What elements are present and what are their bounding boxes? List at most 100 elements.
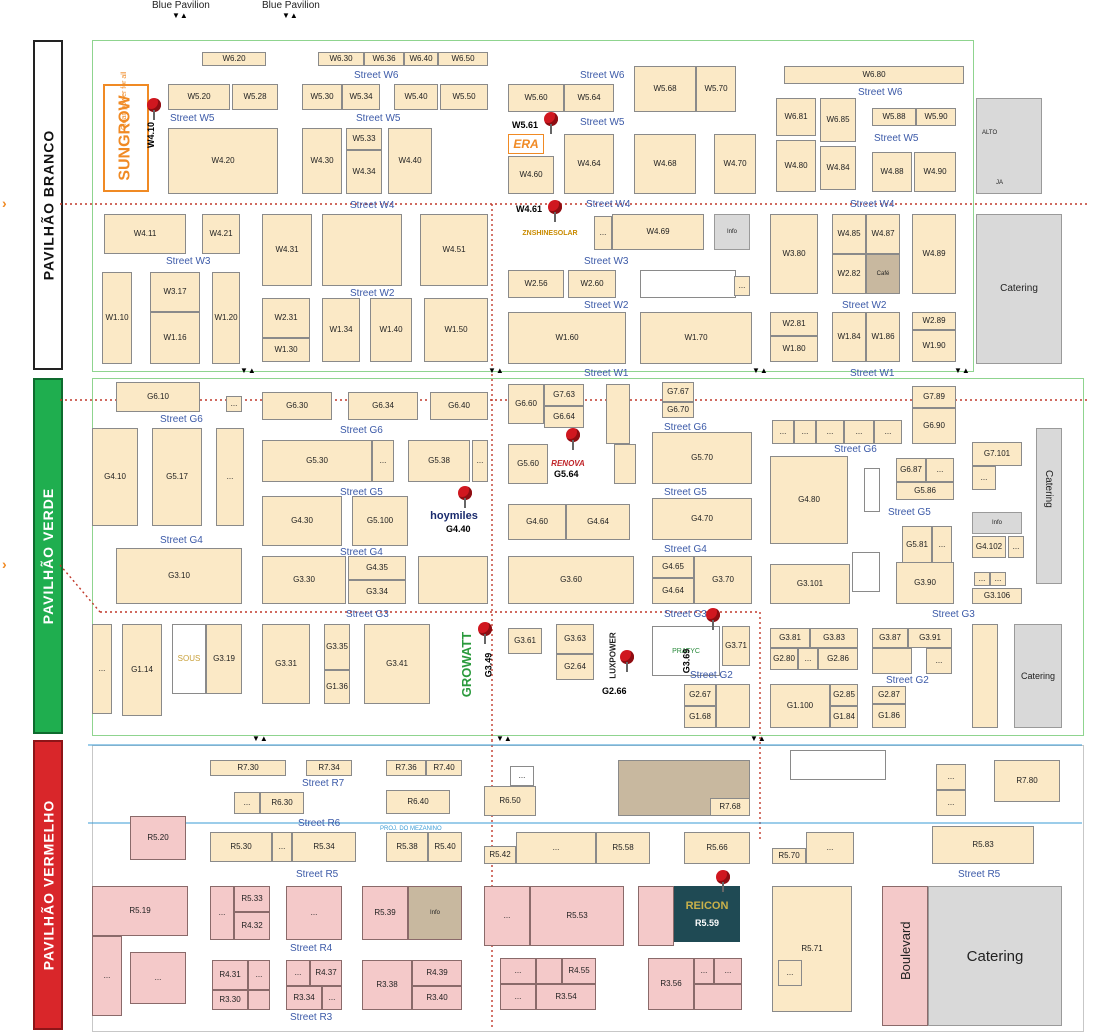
booth-w1-34[interactable]: W1.34 bbox=[322, 298, 360, 362]
booth-small[interactable]: ... bbox=[92, 624, 112, 714]
booth-g3-41[interactable]: G3.41 bbox=[364, 624, 430, 704]
booth-w6-80[interactable]: W6.80 bbox=[784, 66, 964, 84]
booth-g6-87[interactable]: G6.87 bbox=[896, 458, 926, 482]
booth-g1-84[interactable]: G1.84 bbox=[830, 706, 858, 728]
booth-g3-83[interactable]: G3.83 bbox=[810, 628, 858, 648]
booth-w3-80[interactable]: W3.80 bbox=[770, 214, 818, 294]
booth-w1-84[interactable]: W1.84 bbox=[832, 312, 866, 362]
booth-w2-56[interactable]: W2.56 bbox=[508, 270, 564, 298]
booth-outline[interactable] bbox=[852, 552, 880, 592]
booth-g2-86[interactable]: G2.86 bbox=[818, 648, 858, 670]
booth-w6-81[interactable]: W6.81 bbox=[776, 98, 816, 136]
booth-g4-35[interactable]: G4.35 bbox=[348, 556, 406, 580]
booth-g7-67[interactable]: G7.67 bbox=[662, 382, 694, 402]
booth-g3-10[interactable]: G3.10 bbox=[116, 548, 242, 604]
booth-r5-66[interactable]: R5.66 bbox=[684, 832, 750, 864]
pratyc-logo[interactable]: PRATYC bbox=[652, 626, 720, 676]
booth-w4-60[interactable]: W4.60 bbox=[508, 156, 554, 194]
booth-g5-38[interactable]: G5.38 bbox=[408, 440, 470, 482]
booth-small[interactable]: ... bbox=[932, 526, 952, 564]
booth-w5-20[interactable]: W5.20 bbox=[168, 84, 230, 110]
booth-w4-68[interactable]: W4.68 bbox=[634, 134, 696, 194]
booth-w2-31[interactable]: W2.31 bbox=[262, 298, 310, 338]
booth-w6-20[interactable]: W6.20 bbox=[202, 52, 266, 66]
renova-logo[interactable]: RENOVA bbox=[548, 450, 588, 476]
booth-g7-101[interactable]: G7.101 bbox=[972, 442, 1022, 466]
booth-small[interactable] bbox=[694, 984, 742, 1010]
booth-g5-60[interactable]: G5.60 bbox=[508, 444, 548, 484]
booth-r5-33[interactable]: R5.33 bbox=[234, 886, 270, 912]
booth-w4-31[interactable]: W4.31 bbox=[262, 214, 312, 286]
location-pin-icon[interactable] bbox=[458, 486, 472, 508]
booth-small[interactable]: ... bbox=[500, 958, 536, 984]
booth-w5-34[interactable]: W5.34 bbox=[342, 84, 380, 110]
booth-g7-89[interactable]: G7.89 bbox=[912, 386, 956, 408]
location-pin-icon[interactable] bbox=[706, 608, 720, 630]
booth-g2-85[interactable]: G2.85 bbox=[830, 684, 858, 706]
booth-r6-30[interactable]: R6.30 bbox=[260, 792, 304, 814]
booth-w4-21[interactable]: W4.21 bbox=[202, 214, 240, 254]
booth-r4-31[interactable]: R4.31 bbox=[212, 960, 248, 990]
cafe-area[interactable]: Café bbox=[866, 254, 900, 294]
booth-r3-34[interactable]: R3.34 bbox=[286, 986, 322, 1010]
booth-small[interactable]: ... bbox=[472, 440, 488, 482]
booth-w4-64[interactable]: W4.64 bbox=[564, 134, 614, 194]
booth-r5-39[interactable]: R5.39 bbox=[362, 886, 408, 940]
booth-w4-11[interactable]: W4.11 bbox=[104, 214, 186, 254]
hoymiles-logo[interactable]: hoymiles bbox=[420, 496, 488, 536]
booth-g3-34[interactable]: G3.34 bbox=[348, 580, 406, 604]
booth-w4-85[interactable]: W4.85 bbox=[832, 214, 866, 254]
booth-w5-33[interactable]: W5.33 bbox=[346, 128, 382, 150]
booth-g3-70[interactable]: G3.70 bbox=[694, 556, 752, 604]
booth-w2-82[interactable]: W2.82 bbox=[832, 254, 866, 294]
hall-verde-tab[interactable]: PAVILHÃO VERDE bbox=[33, 378, 63, 734]
booth-g3-19[interactable]: G3.19 bbox=[206, 624, 242, 694]
booth-g3-71[interactable]: G3.71 bbox=[722, 626, 750, 666]
booth-g7-63[interactable]: G7.63 bbox=[544, 384, 584, 406]
booth-w5-70[interactable]: W5.70 bbox=[696, 66, 736, 112]
catering-area[interactable]: Catering bbox=[928, 886, 1062, 1026]
booth-small[interactable]: ... bbox=[936, 790, 966, 816]
location-pin-icon[interactable] bbox=[147, 98, 161, 120]
catering-area[interactable]: Catering bbox=[1014, 624, 1062, 728]
sungrow-logo[interactable]: SUNGROW bbox=[103, 84, 149, 192]
booth-w4-90[interactable]: W4.90 bbox=[914, 152, 956, 192]
booth-small[interactable]: ... bbox=[248, 960, 270, 990]
booth-g3-87[interactable]: G3.87 bbox=[872, 628, 908, 648]
booth-small[interactable]: ... bbox=[216, 428, 244, 526]
hall-vermelho-tab[interactable]: PAVILHÃO VERMELHO bbox=[33, 740, 63, 1030]
booth-g4-65[interactable]: G4.65 bbox=[652, 556, 694, 578]
booth-small[interactable] bbox=[872, 648, 912, 674]
znshine-logo[interactable]: ZNSHINESOLAR bbox=[508, 216, 592, 250]
booth-small[interactable] bbox=[536, 958, 562, 984]
booth-small[interactable] bbox=[614, 444, 636, 484]
booth-g3-106[interactable]: G3.106 bbox=[972, 588, 1022, 604]
booth-small-group[interactable]: ... bbox=[516, 832, 596, 864]
booth-g2-67[interactable]: G2.67 bbox=[684, 684, 716, 706]
booth-g3-30[interactable]: G3.30 bbox=[262, 556, 346, 604]
booth-g6-34[interactable]: G6.34 bbox=[348, 392, 418, 420]
booth-r5-40[interactable]: R5.40 bbox=[428, 832, 462, 862]
booth-r4-55[interactable]: R4.55 bbox=[562, 958, 596, 984]
location-pin-icon[interactable] bbox=[548, 200, 562, 222]
reicon-booth[interactable]: REICON R5.59 bbox=[674, 886, 740, 942]
booth-outline[interactable] bbox=[864, 468, 880, 512]
booth-w5-88[interactable]: W5.88 bbox=[872, 108, 916, 126]
booth-g3-60[interactable]: G3.60 bbox=[508, 556, 634, 604]
booth-small[interactable]: ... bbox=[936, 764, 966, 790]
booth-w5-50[interactable]: W5.50 bbox=[440, 84, 488, 110]
booth-small[interactable]: ... bbox=[1008, 536, 1024, 558]
booth-g4-30[interactable]: G4.30 bbox=[262, 496, 342, 546]
booth-g4-60[interactable]: G4.60 bbox=[508, 504, 566, 540]
info-point[interactable]: Info bbox=[714, 214, 750, 250]
booth-w2-60[interactable]: W2.60 bbox=[568, 270, 616, 298]
info-point[interactable]: Info bbox=[408, 886, 462, 940]
booth-w4-89[interactable]: W4.89 bbox=[912, 214, 956, 294]
booth-g6-40[interactable]: G6.40 bbox=[430, 392, 488, 420]
booth-w5-40[interactable]: W5.40 bbox=[394, 84, 438, 110]
booth-g4-80[interactable]: G4.80 bbox=[770, 456, 848, 544]
booth-small[interactable]: ... bbox=[794, 420, 816, 444]
booth-r5-53[interactable]: R5.53 bbox=[530, 886, 624, 946]
booth-small[interactable] bbox=[716, 684, 750, 728]
booth-small[interactable]: ... bbox=[772, 420, 794, 444]
